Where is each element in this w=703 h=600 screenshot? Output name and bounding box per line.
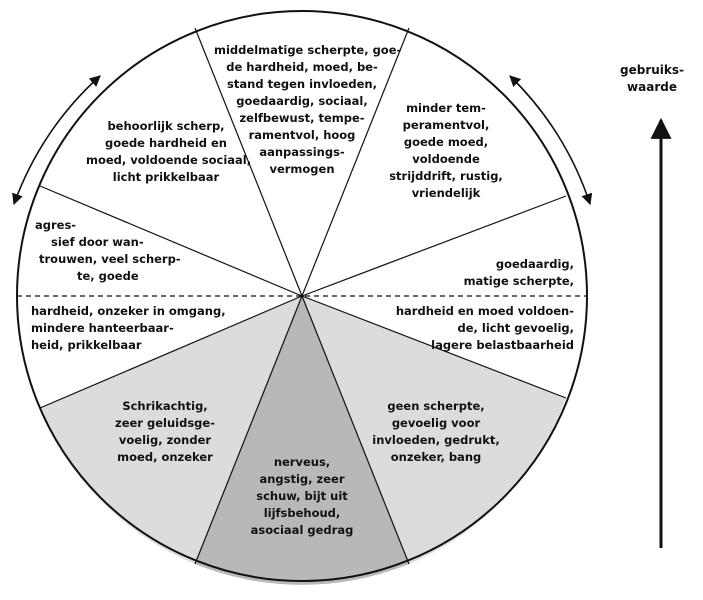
segment-text-line: de hardheid, moed, be- [226,60,378,74]
segment-top-left-text: behoorlijk scherp, goede hardheid en moed,… [86,118,252,186]
segment-top-text: middelmatige scherpte, goe-de hardheid, … [214,42,402,178]
segment-text-line: de, licht gevoelig, [457,321,574,335]
segment-text-line: hardheid en moed voldoen- [395,304,574,318]
segment-text-line: schuw, bijt uit [256,489,348,503]
segment-text-line: aanpassings- [259,145,345,159]
segment-bottom-left-text: Schrikachtig, zeer geluidsge-voelig, zond… [110,398,220,466]
segment-left-upper-text: agres-sief door wan-trouwen, veel scherp… [31,217,211,285]
usage-value-label: gebruiks- waarde [607,62,697,96]
sector-bottom-right [302,296,566,564]
segment-text-line: lagere belastbaarheid [431,338,574,352]
segment-text-line: strijddrift, rustig, [389,169,503,183]
segment-text-line: sief door wan- [51,235,144,249]
segment-text-line: goedaardig, [495,257,574,271]
segment-text-line: heid, prikkelbaar [31,338,142,352]
segment-top-right-text: minder tem-peramentvol, goede moed, voldoe… [386,100,506,202]
segment-text-line: zelfbewust, tempe- [239,111,365,125]
segment-right-upper-text: goedaardig, matige scherpte, [430,256,574,290]
segment-text-line: hardheid, onzeker in omgang, [31,304,226,318]
segment-text-line: ramentvol, hoog [248,128,356,142]
segment-text-line: Schrikachtig, [122,399,208,413]
sector-dividers [39,27,567,565]
segment-text-line: trouwen, veel scherp- [39,252,181,266]
segment-text-line: stand tegen invloeden, [227,77,377,91]
segment-text-line: gevoelig voor [391,416,481,430]
segment-text-line: middelmatige scherpte, goe- [214,43,402,57]
segment-text-line: agres- [35,218,77,232]
segment-text-line: goedaardig, sociaal, [236,94,368,108]
segment-text-line: licht prikkelbaar [112,170,220,184]
segment-text-line: moed, onzeker [117,450,213,464]
segment-text-line: vriendelijk [411,186,481,200]
segment-text-line: geen scherpte, [387,399,485,413]
segment-text-line: moed, voldoende sociaal, [86,153,252,167]
segment-text-line: angstig, zeer [259,472,345,486]
sector-left-lower [17,296,302,408]
segment-bottom-right-text: geen scherpte, gevoelig voor invloeden, ge… [366,398,506,466]
left-curved-double-arrow [12,75,101,206]
segment-text-line: invloeden, gedrukt, [372,433,500,447]
segment-text-line: minder tem- [406,101,486,115]
segment-text-line: te, goede [77,269,139,283]
segment-text-line: voelig, zonder [118,433,212,447]
segment-text-line: vermogen [269,162,335,176]
sector-bottom [195,296,409,585]
segment-text-line: nerveus, [273,455,331,469]
axis-label-line: gebruiks- [620,63,684,77]
segment-text-line: mindere hanteerbaar- [31,321,174,335]
segment-text-line: onzeker, bang [390,450,482,464]
segment-text-line: voldoende [412,152,480,166]
segment-bottom-text: nerveus, angstig, zeer schuw, bijt uit lijf… [243,454,361,539]
segment-text-line: goede hardheid en [105,136,227,150]
segment-left-lower-text: hardheid, onzeker in omgang, mindere hant… [31,303,231,354]
segment-text-line: matige scherpte, [463,274,574,288]
segment-text-line: goede moed, [403,135,489,149]
segment-text-line: lijfsbehoud, [263,506,341,520]
sector-bottom-left [40,296,302,564]
segment-right-lower-text: hardheid en moed voldoen-de, licht gevoe… [388,303,574,354]
segment-text-line: asociaal gedrag [250,523,354,537]
segment-text-line: peramentvol, [402,118,490,132]
segment-text-line: zeer geluidsge- [115,416,215,430]
right-curved-double-arrow [509,75,593,206]
axis-label-line: waarde [627,80,677,94]
segment-text-line: behoorlijk scherp, [107,119,225,133]
